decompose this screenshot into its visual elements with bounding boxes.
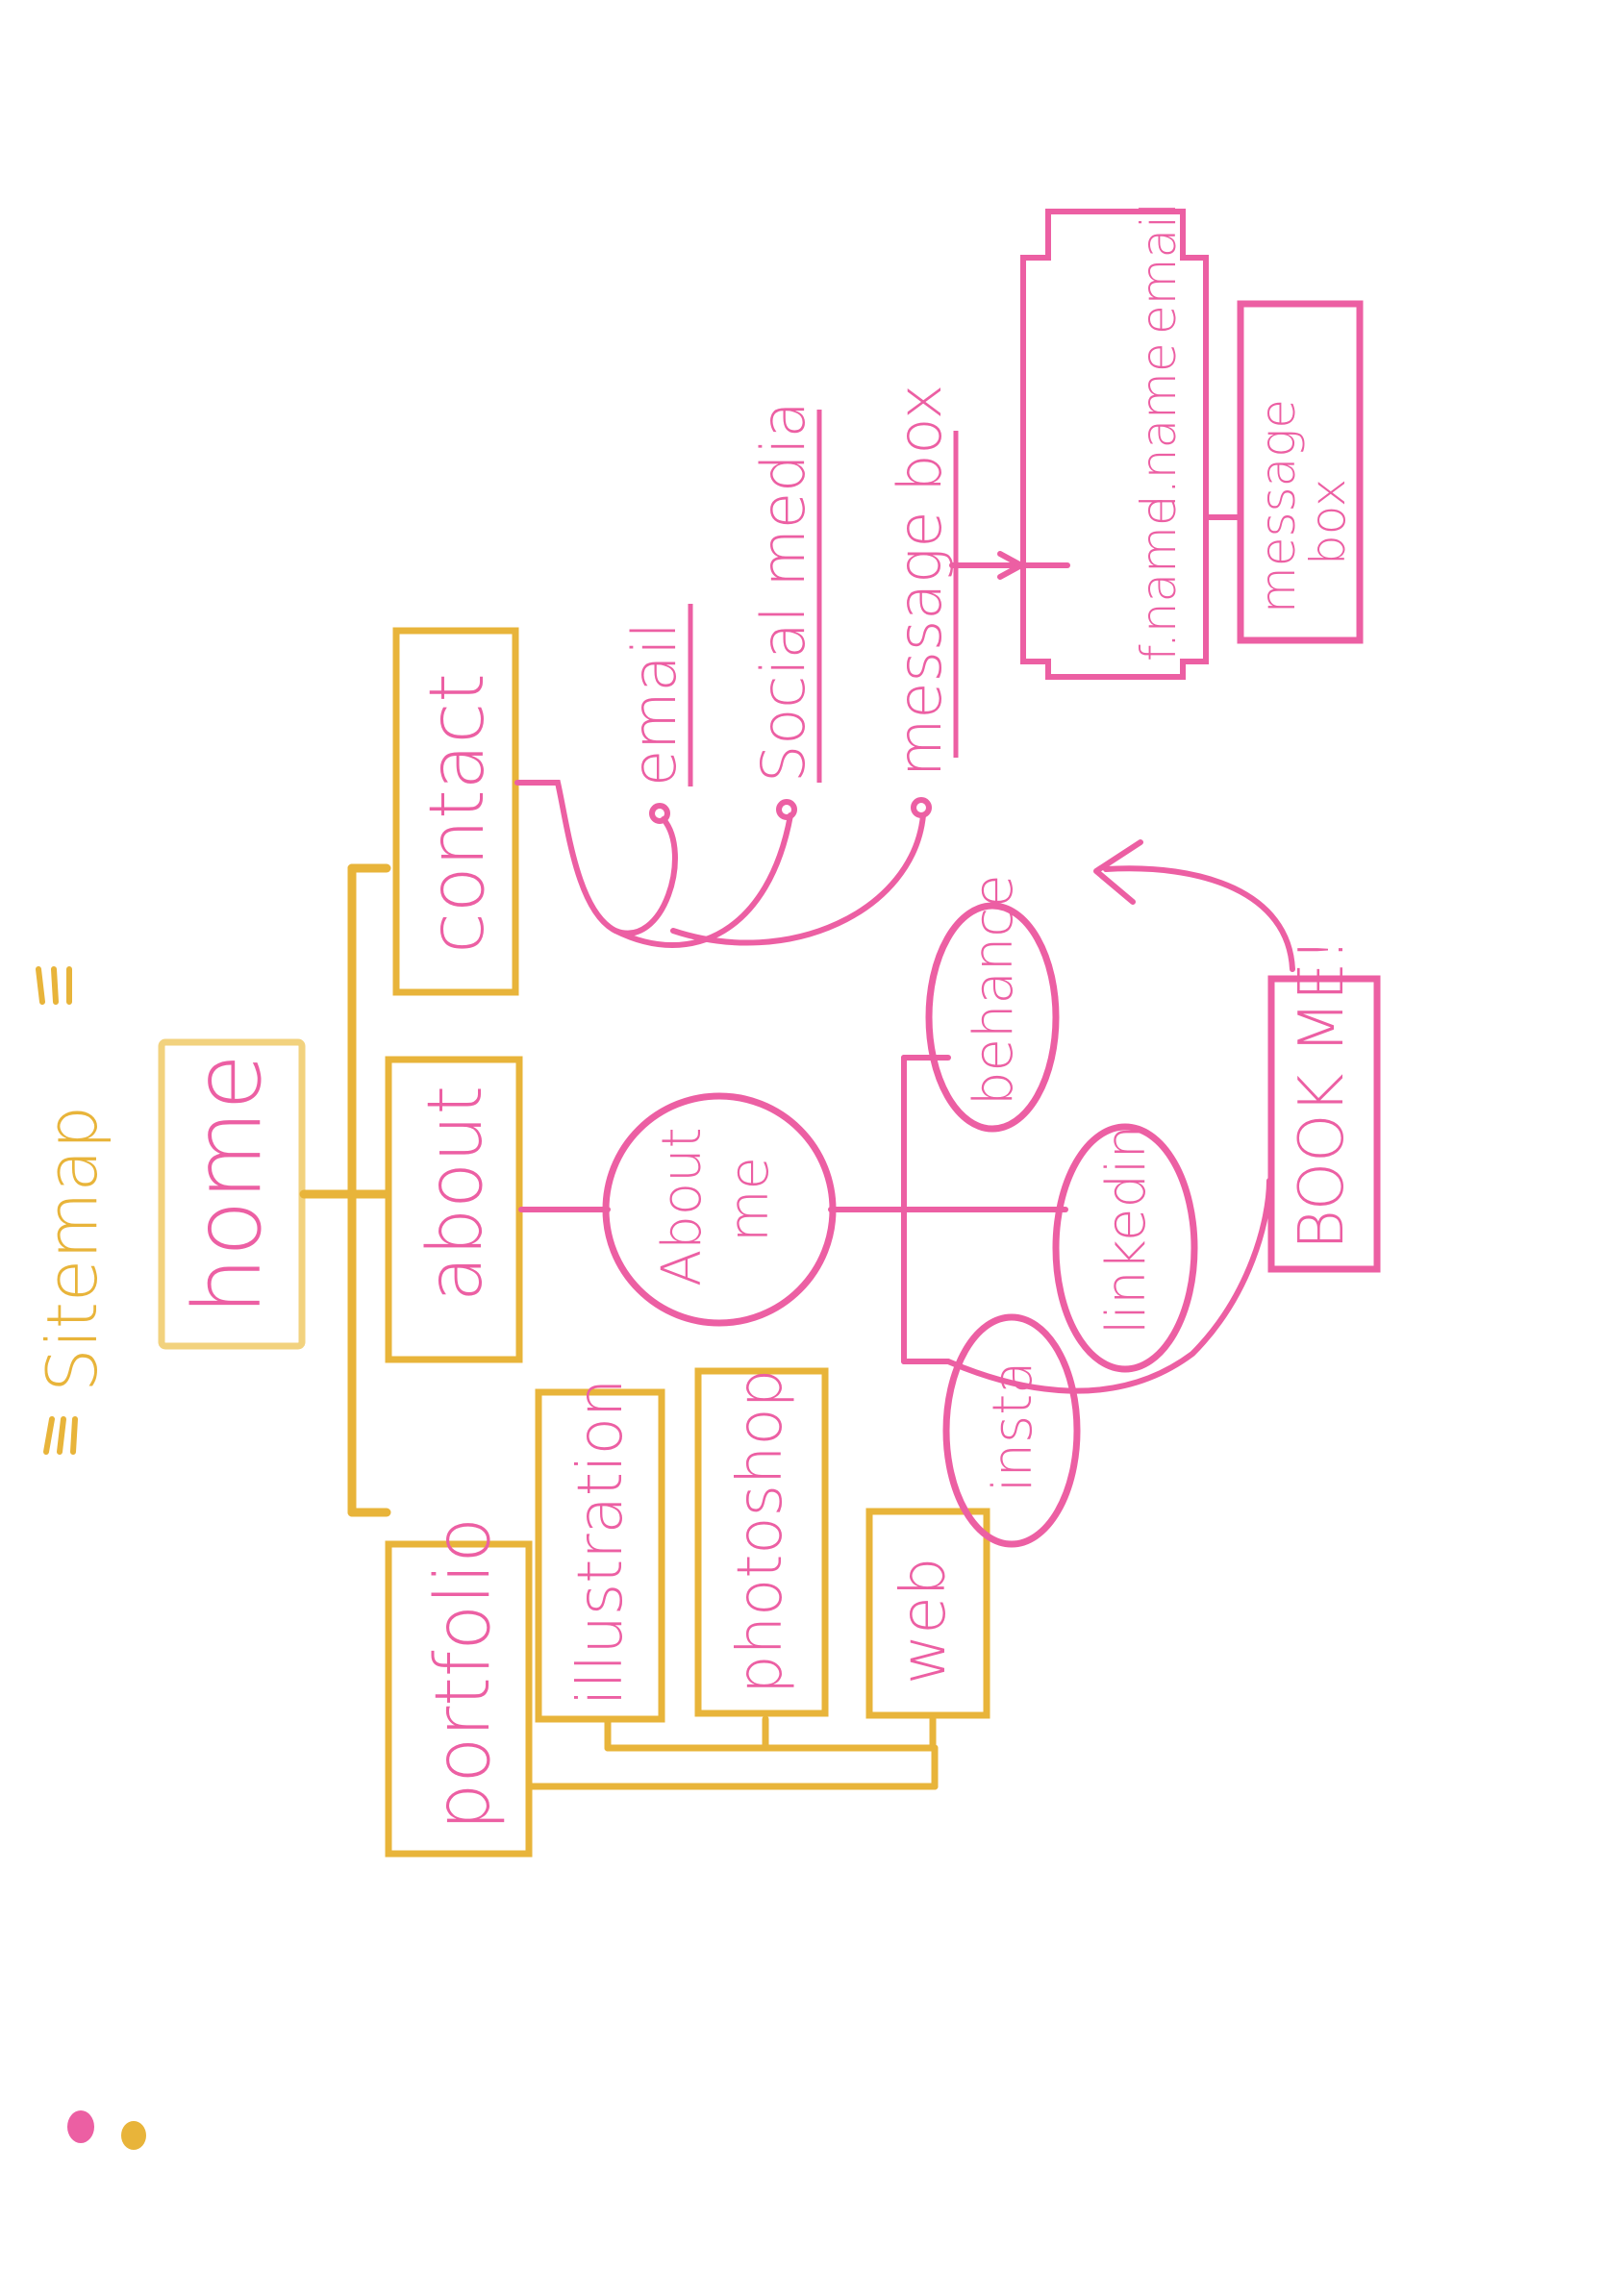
contact-email-label: email (619, 622, 689, 786)
book-me-curve (945, 1178, 1272, 1394)
book-me-arrow (1093, 839, 1295, 972)
form-message-box-node: message box (1237, 300, 1364, 644)
about-me-label-line1: About (651, 1127, 714, 1286)
form-first-name-label: f.name (1131, 496, 1187, 661)
behance-label: behance (963, 874, 1025, 1106)
illustration-label: illustration (565, 1379, 637, 1706)
contact-message-box-item: message box (885, 385, 959, 777)
photoshop-label: photoshop (725, 1369, 796, 1694)
main-trunk (299, 863, 391, 1517)
photoshop-node: photoshop (694, 1367, 829, 1717)
contact-node: contact (392, 627, 519, 996)
about-me-label-line2: me (718, 1157, 781, 1242)
pink-dot-icon (67, 2110, 94, 2143)
web-node: web (865, 1508, 990, 1719)
contact-message-box-label: message box (885, 385, 955, 777)
book-me-node: BOOK ME! (1267, 937, 1381, 1273)
book-me-label: BOOK ME! (1287, 937, 1358, 1250)
contact-label: contact (414, 673, 501, 954)
contact-social-media-label: Social media (748, 401, 818, 783)
sitemap-title: Sitemap (32, 966, 113, 1455)
behance-node: behance (925, 874, 1060, 1133)
form-email-label: email (1131, 202, 1187, 335)
portfolio-node: portfolio (385, 1517, 533, 1858)
title-text: Sitemap (32, 1106, 113, 1392)
home-node: home (158, 1038, 306, 1350)
about-label: about (413, 1086, 499, 1302)
about-node: about (385, 1056, 523, 1363)
web-label: web (889, 1558, 960, 1685)
about-connectors (518, 1055, 1068, 1364)
portfolio-connectors (527, 1715, 939, 1790)
form-message-box-line2: box (1300, 479, 1356, 565)
about-me-node: About me (602, 1092, 837, 1327)
contact-email-item: email (619, 604, 693, 786)
contact-social-media-item: Social media (748, 401, 822, 783)
contact-form-sketch (949, 209, 1243, 680)
form-message-box-line1: message (1250, 399, 1306, 613)
portfolio-label: portfolio (420, 1517, 507, 1831)
illustration-node: illustration (535, 1379, 665, 1723)
contact-connectors (514, 780, 932, 948)
home-label: home (174, 1054, 282, 1315)
linkedin-label: linkedin (1095, 1125, 1158, 1335)
form-last-name-label: l.name (1131, 342, 1187, 508)
yellow-dot-icon (121, 2121, 146, 2150)
insta-node: insta (942, 1313, 1081, 1548)
linkedin-node: linkedin (1052, 1123, 1198, 1373)
